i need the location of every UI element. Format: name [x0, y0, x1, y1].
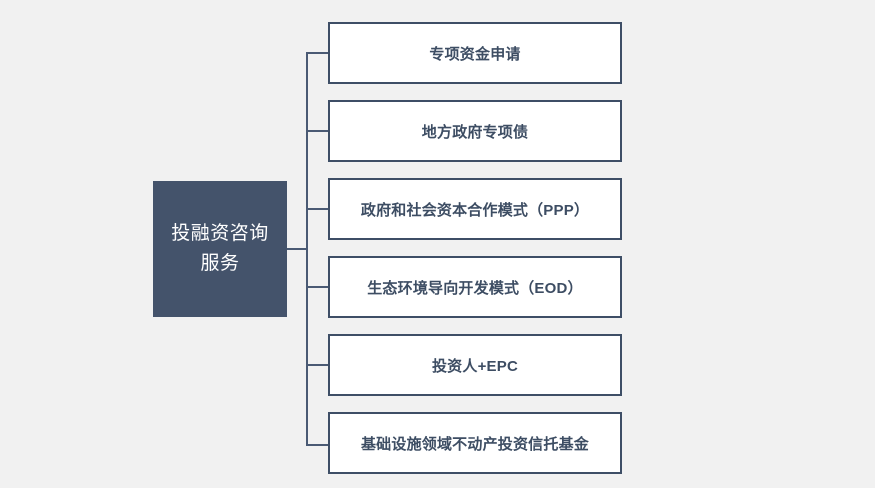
root-node[interactable]: 投融资咨询 服务: [153, 181, 287, 317]
branch-box-1[interactable]: 专项资金申请: [328, 22, 622, 84]
root-node-label-line1: 投融资咨询: [171, 223, 269, 244]
branch-box-3[interactable]: 政府和社会资本合作模式（PPP）: [328, 178, 622, 240]
connector-stub-2: [306, 130, 330, 132]
connector-stub-4: [306, 286, 330, 288]
branch-label-6: 基础设施领域不动产投资信托基金: [360, 435, 589, 453]
connector-stub-6: [306, 444, 330, 446]
branch-box-2[interactable]: 地方政府专项债: [328, 100, 622, 162]
branch-label-5: 投资人+EPC: [431, 357, 518, 375]
connector-stub-3: [306, 208, 330, 210]
branch-label-2: 地方政府专项债: [421, 123, 529, 141]
root-node-label: 投融资咨询 服务: [171, 219, 269, 279]
connector-stub-root: [287, 248, 308, 250]
branch-label-1: 专项资金申请: [429, 45, 521, 63]
branch-label-4: 生态环境导向开发模式（EOD）: [367, 279, 583, 297]
branch-label-3: 政府和社会资本合作模式（PPP）: [360, 201, 590, 219]
branch-box-5[interactable]: 投资人+EPC: [328, 334, 622, 396]
branch-box-4[interactable]: 生态环境导向开发模式（EOD）: [328, 256, 622, 318]
root-node-label-line2: 服务: [200, 253, 240, 274]
connector-stub-1: [306, 52, 330, 54]
branch-box-6[interactable]: 基础设施领域不动产投资信托基金: [328, 412, 622, 474]
connector-stub-5: [306, 364, 330, 366]
